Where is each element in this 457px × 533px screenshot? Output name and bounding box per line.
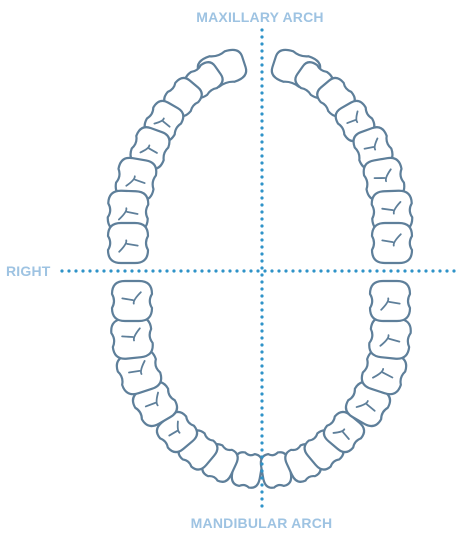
maxillary-tooth-16 bbox=[372, 223, 412, 263]
maxillary-tooth-15 bbox=[108, 223, 148, 263]
mandibular-tooth-16 bbox=[370, 281, 410, 321]
mandibular-tooth-15 bbox=[112, 281, 152, 321]
maxillary-arch bbox=[107, 47, 412, 263]
mandibular-tooth-13 bbox=[110, 316, 154, 360]
mandibular-tooth-14 bbox=[368, 316, 412, 360]
